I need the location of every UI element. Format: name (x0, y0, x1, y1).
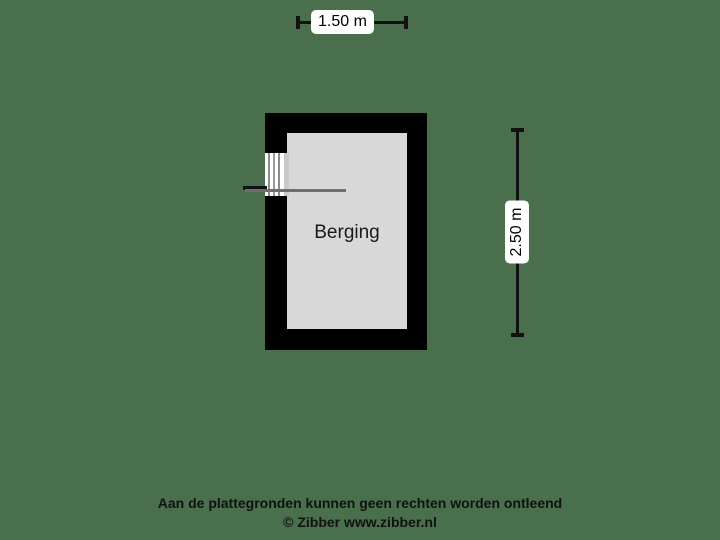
door-panel-icon (265, 153, 289, 196)
door-jamb (243, 186, 267, 190)
vertical-dimension-label: 2.50 m (505, 200, 529, 264)
footer-copyright: © Zibber www.zibber.nl (283, 514, 437, 530)
door-swing-line (245, 189, 346, 192)
room-label-berging: Berging (314, 222, 380, 243)
vertical-dimension-cap-top (511, 128, 524, 132)
horizontal-dimension-cap-right (404, 16, 408, 29)
room-floor-berging (287, 133, 407, 329)
horizontal-dimension-cap-left (296, 16, 300, 29)
door-left-wall (265, 153, 289, 196)
footer: Aan de plattegronden kunnen geen rechten… (0, 494, 720, 532)
horizontal-dimension-label: 1.50 m (311, 10, 374, 34)
footer-disclaimer: Aan de plattegronden kunnen geen rechten… (157, 495, 563, 511)
vertical-dimension-cap-bottom (511, 333, 524, 337)
